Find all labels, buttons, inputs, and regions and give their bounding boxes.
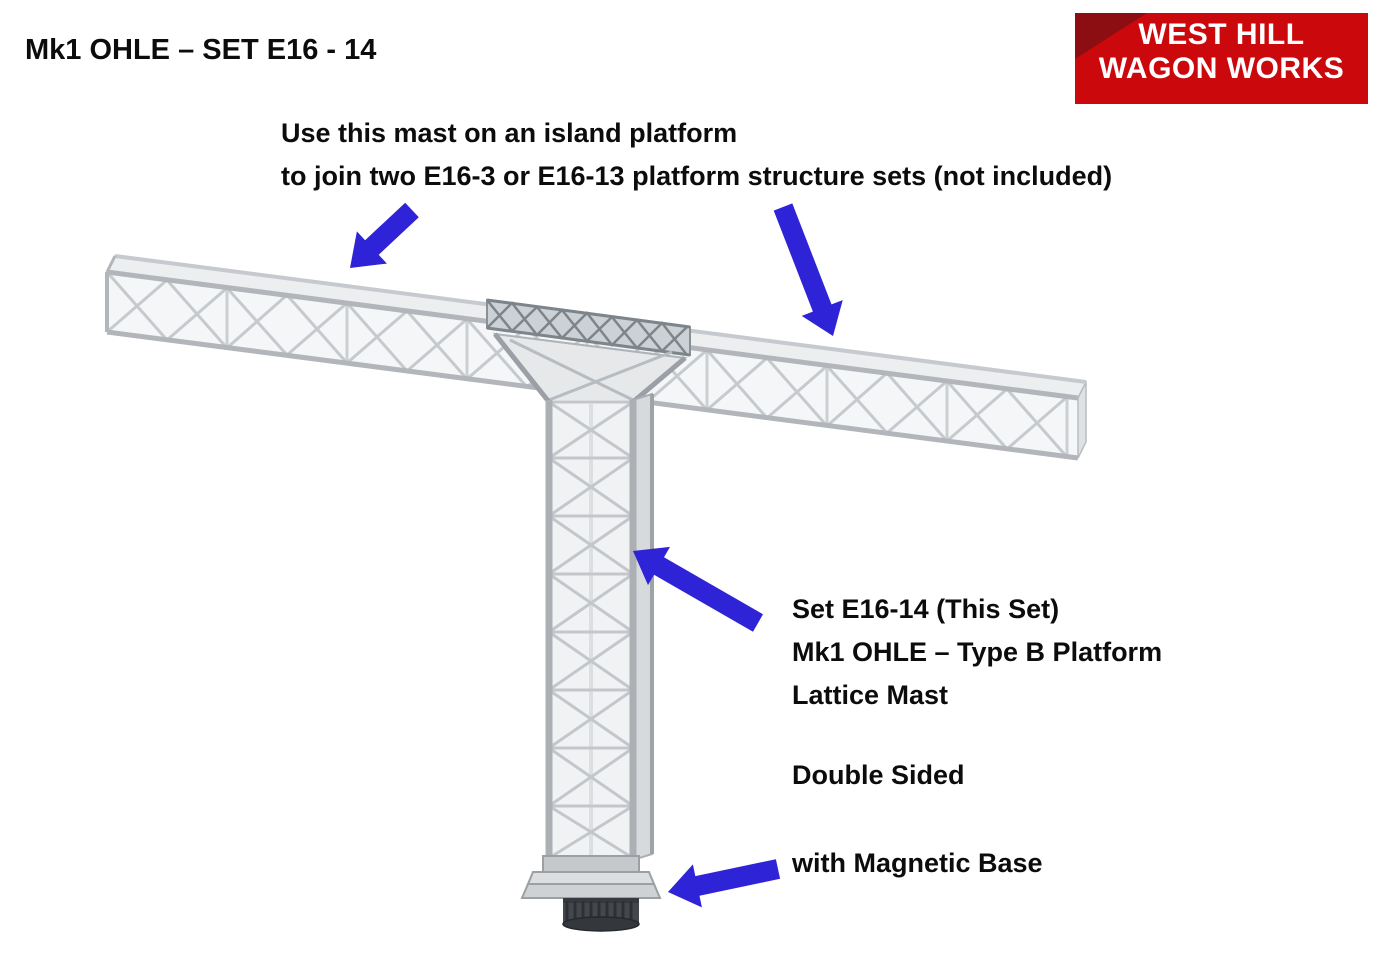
product-title: Mk1 OHLE – SET E16 - 14	[25, 34, 377, 66]
arrow-base-icon	[668, 859, 781, 908]
callout-set-line2: Mk1 OHLE – Type B Platform	[792, 637, 1163, 667]
callout-set-info: Set E16-14 (This Set) Mk1 OHLE – Type B …	[792, 588, 1162, 717]
callout-magnetic-base: with Magnetic Base	[792, 848, 1043, 878]
annotation-arrows	[350, 202, 843, 908]
brand-name-line2: WAGON WORKS	[1098, 52, 1345, 85]
usage-instructions: Use this mast on an island platform to j…	[281, 112, 1112, 198]
callout-set-line1: Set E16-14 (This Set)	[792, 594, 1060, 624]
callout-double-sided: Double Sided	[792, 760, 965, 790]
brand-name-line1: WEST HILL	[1138, 18, 1305, 51]
arrow-beam-left-icon	[350, 202, 419, 268]
magnetic-base	[520, 855, 662, 932]
arrow-mast-icon	[633, 546, 763, 632]
instruction-line-2: to join two E16-3 or E16-13 platform str…	[281, 161, 1113, 191]
lattice-mast	[545, 392, 654, 862]
mast-head-bracket	[486, 298, 691, 404]
brand-logo: WEST HILL WAGON WORKS	[1075, 13, 1368, 104]
arrow-beam-right-icon	[773, 203, 843, 336]
logo-accent-shape	[1075, 13, 1147, 59]
callout-set-line3: Lattice Mast	[792, 680, 949, 710]
instruction-line-1: Use this mast on an island platform	[281, 118, 738, 148]
